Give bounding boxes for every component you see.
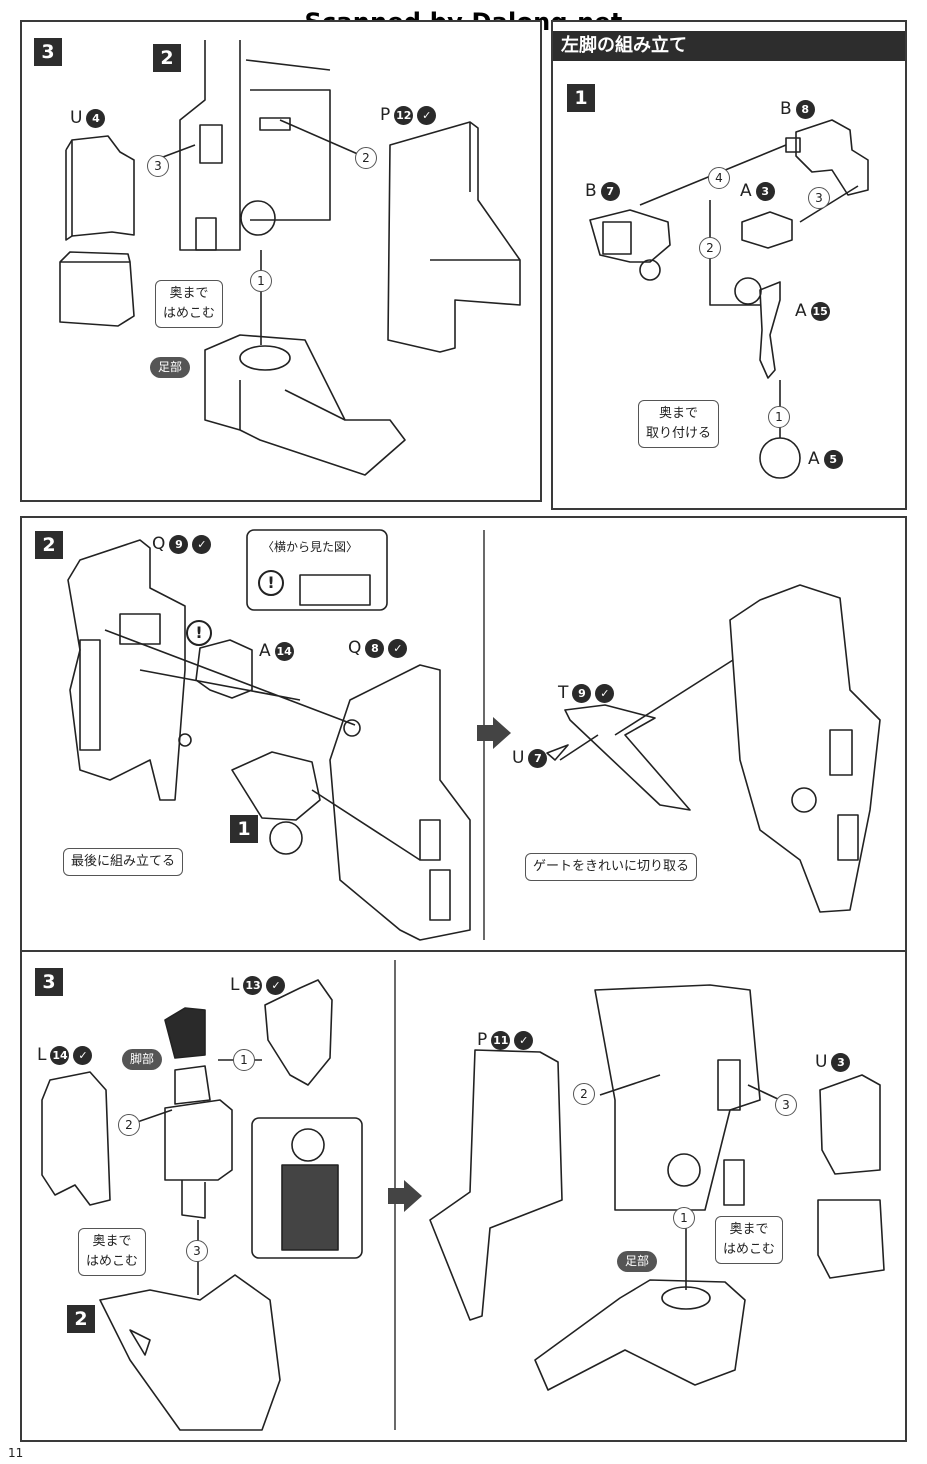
next-arrow — [477, 717, 511, 749]
foot-tag: 足部 — [150, 357, 191, 378]
seq-1: 1 — [768, 406, 790, 428]
note-attach-fully: 奥まで 取り付ける — [638, 400, 720, 448]
step-number-2: 2 — [153, 44, 181, 72]
note-cut-gate: ゲートをきれいに切り取る — [525, 853, 698, 881]
seq-2: 2 — [573, 1083, 595, 1105]
panel-middle — [20, 516, 907, 952]
seq-1: 1 — [233, 1049, 255, 1071]
next-arrow — [388, 1180, 422, 1212]
side-view-title: 〈横から見た図〉 — [262, 540, 359, 554]
panel-top-left — [20, 20, 542, 502]
seq-1: 1 — [673, 1207, 695, 1229]
paint-icon: ✓ — [266, 975, 286, 995]
note-push-in: 奥まで はめこむ — [715, 1216, 784, 1264]
step-number-3: 3 — [35, 968, 63, 996]
foot-tag: 足部 — [617, 1251, 658, 1272]
step-number-2: 2 — [35, 531, 63, 559]
paint-icon: ✓ — [417, 105, 437, 125]
seq-2: 2 — [355, 147, 377, 169]
paint-icon: ✓ — [388, 638, 408, 658]
seq-4: 4 — [708, 167, 730, 189]
paint-icon: ✓ — [595, 683, 615, 703]
paint-icon: ✓ — [192, 534, 212, 554]
sub-step-2: 2 — [67, 1305, 95, 1333]
seq-3: 3 — [147, 155, 169, 177]
seq-2: 2 — [699, 237, 721, 259]
seq-1: 1 — [250, 270, 272, 292]
seq-3: 3 — [186, 1240, 208, 1262]
leg-tag: 脚部 — [122, 1049, 163, 1070]
page-number: 11 — [8, 1446, 24, 1460]
warning-icon: ! — [186, 620, 212, 646]
step-number-3: 3 — [34, 38, 62, 66]
sub-step-1: 1 — [230, 815, 258, 843]
note-push-in: 奥まで はめこむ — [155, 280, 224, 328]
paint-icon: ✓ — [73, 1045, 93, 1065]
paint-icon: ✓ — [514, 1030, 534, 1050]
seq-3: 3 — [775, 1094, 797, 1116]
seq-3: 3 — [808, 187, 830, 209]
panel-top-right — [551, 20, 907, 510]
warning-icon: ! — [258, 570, 284, 596]
seq-2: 2 — [118, 1114, 140, 1136]
note-push-in: 奥まで はめこむ — [78, 1228, 147, 1276]
note-assemble-last: 最後に組み立てる — [63, 848, 184, 876]
section-title: 左脚の組み立て — [553, 31, 905, 61]
step-number-1: 1 — [567, 84, 595, 112]
